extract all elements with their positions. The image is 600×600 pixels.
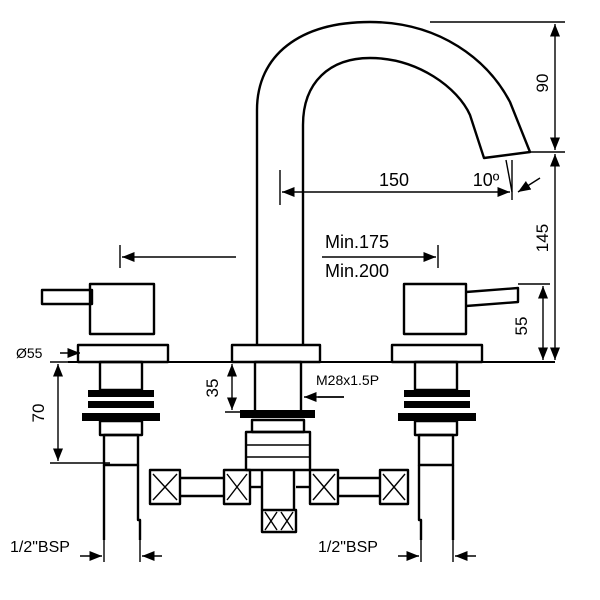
dim-thread: M28x1.5P [316, 372, 379, 388]
dim-spout-angle: 10º [473, 170, 500, 190]
dimension-lines [50, 21, 565, 562]
dim-min-centers-2: Min.200 [325, 261, 389, 281]
dim-spout-height: 90 [533, 74, 552, 93]
right-handle-valve [296, 282, 520, 540]
spout-shank-assembly [240, 410, 315, 534]
dim-right-inlet: 1/2"BSP [318, 539, 378, 556]
dim-spout-reach: 150 [379, 170, 409, 190]
left-handle-valve [40, 282, 262, 540]
dim-min-centers-1: Min.175 [325, 232, 389, 252]
spout [230, 20, 532, 414]
dim-left-inlet: 1/2"BSP [10, 539, 70, 556]
dim-base-diameter: Ø55 [16, 345, 43, 361]
dim-spout-shank: 35 [203, 379, 222, 398]
dim-overall-height: 145 [533, 224, 552, 252]
dim-handle-height: 55 [512, 317, 531, 336]
dim-shank-length: 70 [29, 404, 48, 423]
